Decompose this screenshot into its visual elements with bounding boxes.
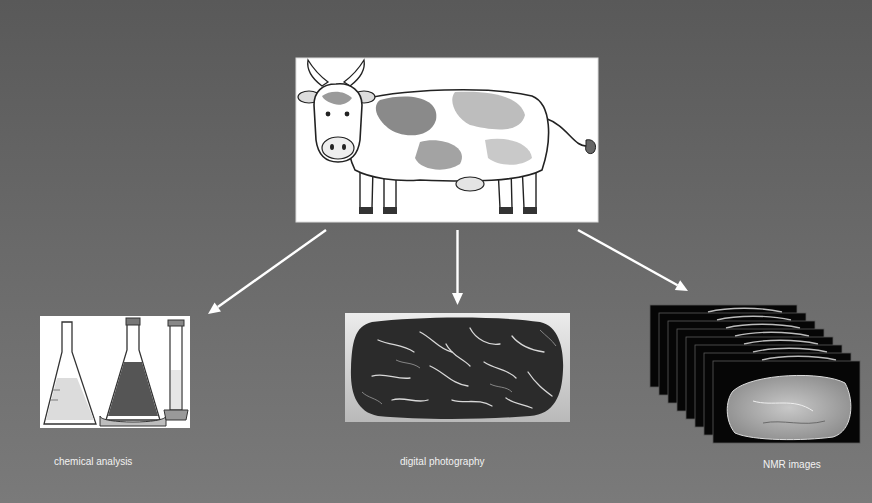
caption-label: digital photography [400, 456, 485, 468]
nmr-slice-edge [753, 348, 827, 352]
caption-label: chemical analysis [54, 456, 132, 468]
chemical-analysis-box: chemical analysis [40, 316, 190, 428]
arrow-connector [208, 230, 326, 314]
arrow-head [208, 303, 221, 314]
arrow-line [456, 230, 458, 293]
nmr-stack-illustration [650, 305, 860, 443]
nmr-slice-edge [708, 308, 782, 312]
lab-glassware-illustration [40, 316, 190, 428]
arrow-head [675, 280, 688, 291]
arrow-head [452, 293, 463, 305]
nmr-slice-card [713, 361, 860, 443]
nmr-meat-slice [727, 375, 851, 439]
nmr-marbling [753, 401, 813, 411]
caption-label: NMR images [763, 459, 821, 471]
arrow-connector [578, 230, 688, 291]
cow-illustration [296, 58, 598, 222]
nmr-slice-edge [744, 340, 818, 344]
arrow-connector [452, 230, 463, 305]
nmr-slice-edge [735, 332, 809, 336]
nmr-slice-edge [717, 316, 791, 320]
nmr-images-box: NMR images [650, 305, 860, 445]
digital-photo-box: digital photography [345, 313, 570, 422]
nmr-slice-edge [726, 324, 800, 328]
arrow-line [578, 230, 678, 285]
meat-photo-illustration [345, 313, 570, 422]
nmr-slice-edge [762, 356, 836, 360]
arrow-line [218, 230, 326, 307]
cow-picture-box [296, 58, 598, 222]
nmr-marbling [763, 421, 825, 423]
